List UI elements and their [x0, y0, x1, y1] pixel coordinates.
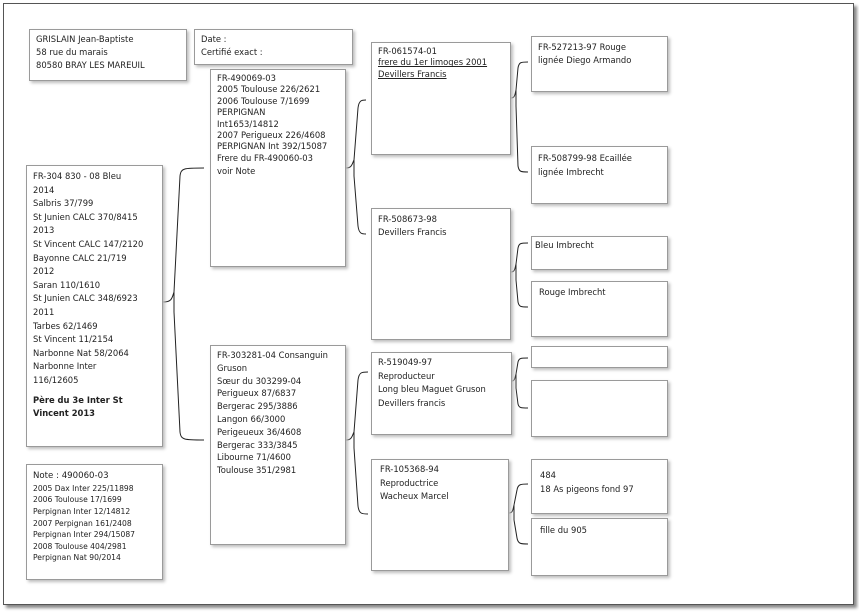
- gen4-line: fille du 905: [540, 525, 588, 535]
- dam-box: FR-303281-04 Consanguin Gruson Sœur du 3…: [210, 345, 346, 545]
- dam-sire-box: R-519049-97 Reproducteur Long bleu Mague…: [371, 352, 512, 435]
- dam-line: Sœur du 303299-04: [217, 375, 302, 386]
- gen4-line: lignée Imbrecht: [538, 167, 604, 177]
- connector-dam-dam: [508, 483, 529, 545]
- dam-line: Gruson: [217, 362, 248, 373]
- subject-box: FR-304 830 - 08 Bleu 2014 Salbris 37/799…: [26, 165, 163, 447]
- sire-dam-box: FR-508673-98 Devillers Francis: [371, 208, 511, 340]
- gen4-line: FR-508799-98 Ecaillée: [538, 153, 632, 163]
- subject-line: St Vincent 11/2154: [33, 334, 114, 345]
- dam-line: FR-303281-04 Consanguin: [217, 350, 328, 360]
- dam-line: Perigueux 87/6837: [217, 388, 297, 399]
- subject-line: Saran 110/1610: [33, 279, 101, 290]
- sire-line: Frere du FR-490060-03: [217, 152, 313, 163]
- gen4-sd-sire-box: Bleu Imbrecht: [531, 236, 668, 270]
- note-line: Perpignan Nat 90/2014: [33, 553, 121, 563]
- gen4-line: Rouge Imbrecht: [539, 287, 606, 297]
- gen4-ss-sire-box: FR-527213-97 Rouge lignée Diego Armando: [531, 36, 668, 92]
- owner-name: GRISLAIN Jean-Baptiste: [36, 34, 134, 44]
- sire-sire-line: Devillers Francis: [378, 68, 447, 79]
- gen4-line: lignée Diego Armando: [538, 54, 632, 65]
- sire-line: 2007 Perigueux 226/4608: [217, 130, 326, 141]
- sire-line: FR-490069-03: [217, 73, 276, 83]
- dam-sire-line: R-519049-97: [378, 357, 433, 367]
- subject-line: St Junien CALC 348/6923: [33, 293, 138, 304]
- connector-sire-sire: [510, 61, 529, 173]
- sire-dam-line: Devillers Francis: [378, 226, 447, 237]
- connector-sire: [345, 99, 367, 235]
- owner-street: 58 rue du marais: [36, 46, 108, 57]
- dam-line: Bergerac 295/3886: [217, 401, 298, 412]
- dam-sire-line: Devillers francis: [378, 397, 446, 408]
- dam-sire-line: Reproducteur: [378, 370, 435, 381]
- note-line: 2006 Toulouse 17/1699: [33, 495, 122, 505]
- sire-line: voir Note: [217, 166, 256, 177]
- subject-line: Bayonne CALC 21/719: [33, 252, 127, 263]
- sire-sire-ring: FR-061574-01: [378, 46, 437, 56]
- sire-line: PERPIGNAN: [217, 107, 266, 118]
- gen4-line: Bleu Imbrecht: [535, 240, 594, 250]
- subject-line: Salbris 37/799: [33, 198, 94, 209]
- dam-dam-box: FR-105368-94 Reproductrice Wacheux Marce…: [371, 459, 509, 571]
- connector-sire-dam: [510, 242, 529, 308]
- dam-line: Libourne 71/4600: [217, 452, 291, 463]
- note-box: Note : 490060-03 2005 Dax Inter 225/1189…: [26, 464, 163, 580]
- subject-line: 2014: [33, 184, 55, 195]
- connector-subject: [162, 167, 205, 441]
- note-line: Perpignan Inter 12/14812: [33, 506, 131, 516]
- note-title: Note : 490060-03: [33, 471, 109, 481]
- gen4-line: FR-527213-97 Rouge: [538, 42, 626, 52]
- subject-line: Narbonne Nat 58/2064: [33, 347, 129, 358]
- owner-city: 80580 BRAY LES MAREUIL: [36, 59, 145, 70]
- dam-dam-line: Wacheux Marcel: [380, 491, 449, 502]
- subject-highlight: Vincent 2013: [33, 408, 96, 419]
- subject-line: St Vincent CALC 147/2120: [33, 238, 144, 249]
- owner-box: GRISLAIN Jean-Baptiste 58 rue du marais …: [29, 29, 187, 81]
- subject-highlight: Père du 3e Inter St: [33, 394, 123, 405]
- note-line: 2007 Perpignan 161/2408: [33, 518, 132, 528]
- subject-line: 2011: [33, 306, 55, 317]
- sire-box: FR-490069-03 2005 Toulouse 226/2621 2006…: [210, 69, 346, 267]
- gen4-ds-sire-box: [531, 346, 668, 368]
- dam-line: Langon 66/3000: [217, 413, 286, 424]
- certification-box: Date : Certifié exact :: [194, 29, 353, 65]
- sire-dam-line: FR-508673-98: [378, 214, 437, 224]
- sire-sire-box: FR-061574-01 frere du 1er limoges 2001 D…: [371, 42, 511, 155]
- dam-dam-line: Reproductrice: [380, 477, 439, 488]
- subject-line: Narbonne Inter: [33, 361, 97, 372]
- gen4-dd-dam-box: fille du 905: [531, 518, 668, 576]
- gen4-ss-dam-box: FR-508799-98 Ecaillée lignée Imbrecht: [531, 146, 668, 204]
- dam-line: Toulouse 351/2981: [217, 465, 297, 476]
- subject-line: 2013: [33, 225, 55, 236]
- sire-line: 2006 Toulouse 7/1699: [217, 95, 310, 106]
- sire-sire-line: frere du 1er limoges 2001: [378, 57, 488, 68]
- sire-line: PERPIGNAN Int 392/15087: [217, 141, 328, 152]
- dam-line: Bergerac 333/3845: [217, 439, 298, 450]
- subject-line: 116/12605: [33, 374, 79, 385]
- gen4-line: 484: [540, 470, 556, 480]
- connector-dam-sire: [511, 357, 529, 409]
- note-line: 2008 Toulouse 404/2981: [33, 541, 127, 551]
- dam-line: Perigeueux 36/4608: [217, 426, 302, 437]
- subject-line: 2012: [33, 266, 55, 277]
- note-line: 2005 Dax Inter 225/11898: [33, 483, 134, 493]
- dam-dam-line: FR-105368-94: [380, 464, 439, 474]
- connector-dam: [345, 371, 369, 515]
- note-line: Perpignan Inter 294/15087: [33, 530, 135, 540]
- sire-line: Int1653/14812: [217, 118, 279, 129]
- subject-line: Tarbes 62/1469: [33, 320, 98, 331]
- gen4-dd-sire-box: 484 18 As pigeons fond 97: [531, 459, 668, 514]
- dam-sire-line: Long bleu Maguet Gruson: [378, 384, 486, 395]
- gen4-sd-dam-box: Rouge Imbrecht: [531, 281, 668, 337]
- certified-label: Certifié exact :: [201, 46, 263, 57]
- date-label: Date :: [201, 34, 227, 44]
- subject-line: St Junien CALC 370/8415: [33, 211, 138, 222]
- subject-line: FR-304 830 - 08 Bleu: [33, 171, 122, 181]
- gen4-ds-dam-box: [531, 380, 668, 437]
- sire-line: 2005 Toulouse 226/2621: [217, 84, 321, 95]
- gen4-line: 18 As pigeons fond 97: [540, 484, 634, 494]
